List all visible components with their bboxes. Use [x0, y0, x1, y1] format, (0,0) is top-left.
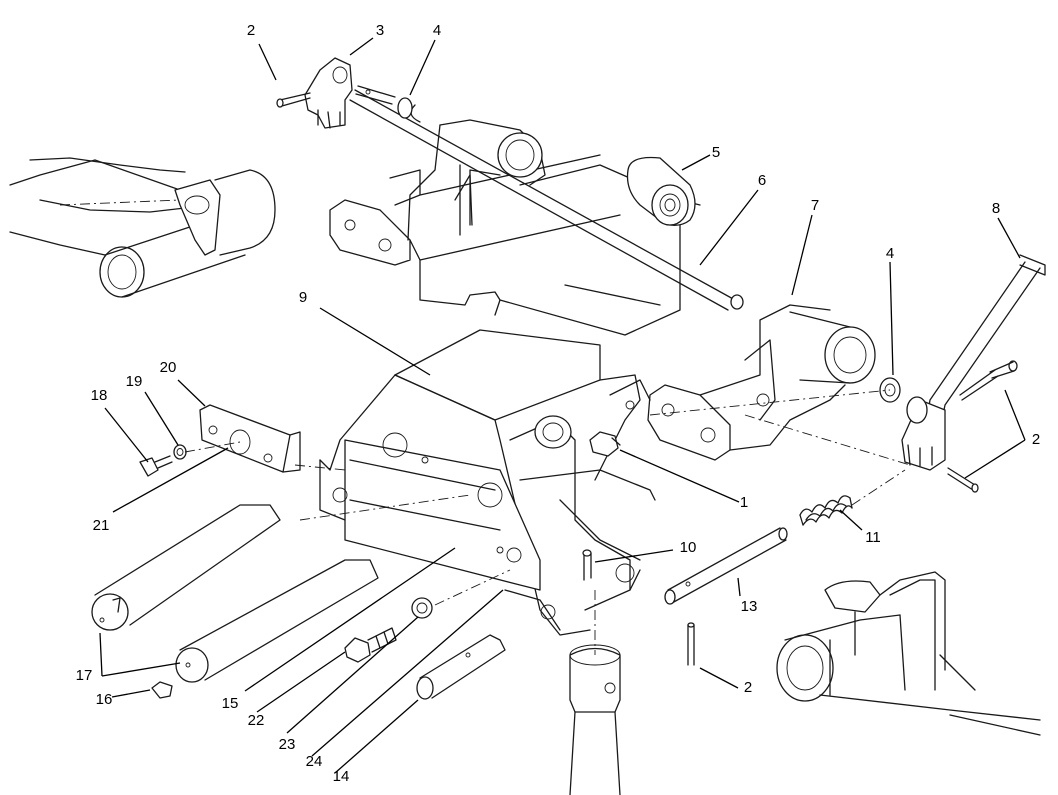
clevis-part-3: [276, 57, 396, 129]
plate-part-20: [199, 404, 301, 473]
main-frame: [319, 119, 876, 636]
washer-part-19: [173, 444, 187, 460]
callout-2-right: 2: [1032, 431, 1040, 448]
callout-11: 11: [865, 529, 881, 546]
callout-18: 18: [91, 387, 108, 404]
lever-part-8: [901, 254, 1046, 493]
pin-part-13: [664, 527, 788, 666]
callout-9: 9: [299, 289, 307, 306]
pin-part-17-upper: [91, 504, 281, 631]
callout-5: 5: [712, 144, 720, 161]
spring-part-11: [799, 495, 853, 526]
callout-4-top: 4: [433, 22, 441, 39]
callout-23: 23: [279, 736, 296, 753]
leader-lines: [99, 37, 1026, 774]
callout-2-bottom: 2: [744, 679, 752, 696]
callout-1: 1: [740, 494, 748, 511]
inset-arm-top-left: [9, 157, 276, 298]
callout-17: 17: [76, 667, 93, 684]
callout-16: 16: [96, 691, 113, 708]
callout-24: 24: [306, 753, 323, 770]
bolt-part-1: [589, 431, 621, 457]
callout-6: 6: [758, 172, 766, 189]
cylinder-bottom: [569, 590, 621, 795]
pin-part-17-lower: [175, 559, 379, 683]
callout-15: 15: [222, 695, 239, 712]
pin-part-14: [416, 634, 506, 700]
callout-20: 20: [160, 359, 177, 376]
bushing-part-5: [626, 156, 696, 226]
plate-part-15: [299, 494, 471, 521]
callout-2-top: 2: [247, 22, 255, 39]
callout-22: 22: [248, 712, 265, 729]
assembly-center-lines: [184, 389, 911, 606]
callout-19: 19: [126, 373, 143, 390]
bolt-part-22: [344, 627, 397, 663]
pin-part-10: [582, 549, 592, 581]
callout-4-right: 4: [886, 245, 894, 262]
inset-frame-bottom-right: [776, 571, 1041, 736]
callout-8: 8: [992, 200, 1000, 217]
callout-14: 14: [333, 768, 350, 785]
callout-3: 3: [376, 22, 384, 39]
fitting-part-16: [151, 681, 173, 699]
callout-labels: 1 2 2 2 3 4 4 5 6 7 8 9 10 11 13 14 15 1…: [76, 22, 1041, 785]
callout-7: 7: [811, 197, 819, 214]
bolt-part-18: [139, 455, 173, 477]
washer-part-23: [411, 597, 433, 619]
callout-10: 10: [680, 539, 697, 556]
callout-21: 21: [93, 517, 110, 534]
shaft-part-6: [349, 89, 744, 311]
callout-13: 13: [741, 598, 758, 615]
